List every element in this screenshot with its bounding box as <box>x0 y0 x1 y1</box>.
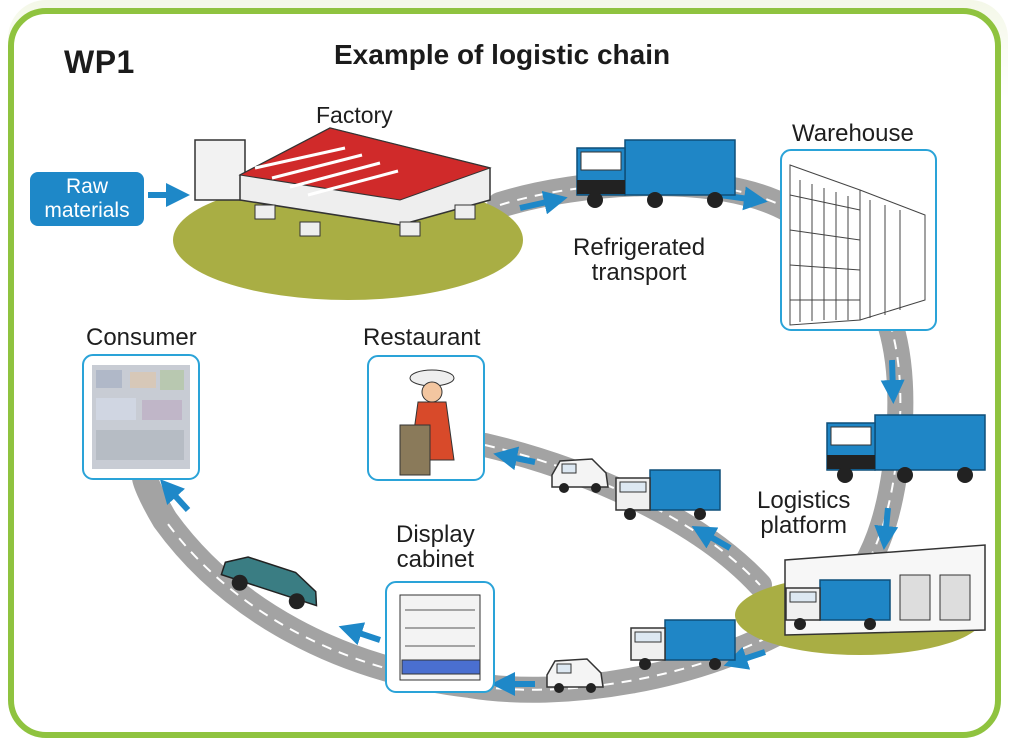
badge-wp1: WP1 <box>64 44 135 80</box>
van-restaurant <box>551 458 609 494</box>
display-cabinet-label: Display cabinet <box>396 521 475 574</box>
restaurant-illustration <box>367 355 485 481</box>
restaurant-label: Restaurant <box>363 324 481 351</box>
factory-label: Factory <box>316 102 393 128</box>
arrow-platform-to-restaurant <box>691 526 732 551</box>
arrow-warehouse-down <box>880 359 905 404</box>
logistics-platform-illustration <box>735 544 986 655</box>
arrow-into-consumer <box>159 479 191 513</box>
arrow-into-restaurant <box>493 446 536 471</box>
consumer-illustration <box>82 354 200 480</box>
display-cabinet-illustration <box>385 581 495 693</box>
consumer-label: Consumer <box>86 324 197 351</box>
raw-materials-box: Raw materials <box>30 172 144 226</box>
refrigerated-transport-line1: Refrigerated <box>573 234 706 261</box>
logistics-platform-line2: platform <box>760 512 848 540</box>
logistics-platform-label: Logistics platform <box>757 487 851 540</box>
display-cabinet-line1: Display <box>396 521 475 548</box>
raw-materials-label-line2: materials <box>44 199 130 222</box>
consumer-car <box>220 556 318 610</box>
warehouse-label: Warehouse <box>792 120 914 147</box>
refrigerated-transport-label: Refrigerated transport <box>573 234 706 287</box>
factory-illustration <box>173 127 523 300</box>
warehouse-illustration <box>780 149 937 331</box>
refrigerated-transport-line2: transport <box>591 259 687 287</box>
arrow-to-platform <box>874 507 899 550</box>
logistics-platform-line1: Logistics <box>757 487 851 514</box>
delivery-truck-platform <box>826 414 986 484</box>
raw-materials-label-line1: Raw <box>65 175 108 198</box>
flow-arrows <box>148 183 905 696</box>
arrow-factory-out <box>519 190 568 215</box>
display-cabinet-line2: cabinet <box>396 546 475 574</box>
arrow-display-to-consumer <box>338 622 381 646</box>
refrigerated-truck <box>576 139 736 209</box>
arrow-to-warehouse <box>719 186 768 211</box>
arrow-platform-to-display <box>723 646 766 670</box>
diagram-title: Example of logistic chain <box>334 39 671 70</box>
